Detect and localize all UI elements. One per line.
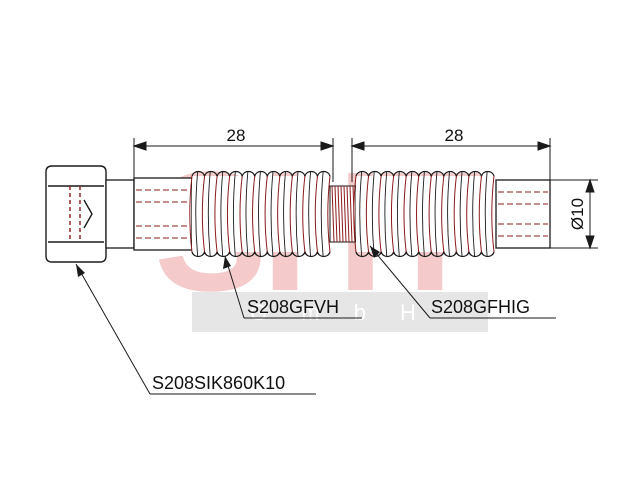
watermark-band [192,292,488,332]
dimension-left-label: 28 [227,126,246,145]
dimension-diameter-label: Ø10 [568,198,587,230]
callout-arrowheads [76,246,380,277]
callout-bellows-left: S208GFVH [247,297,339,317]
left-sleeve [133,177,193,251]
center-thread [329,185,357,243]
callout-leaders [75,245,556,395]
watermark-text: G m b H [250,300,430,325]
bellows-right [353,170,495,258]
dimension-right-label: 28 [445,126,464,145]
callout-nut: S208SIK860K10 [152,373,285,393]
bellows-left [189,170,331,258]
right-sleeve [495,179,551,249]
dimension-diameter [550,178,598,250]
callout-bellows-right: S208GFHIG [431,297,530,317]
dimension-right [350,138,552,182]
nut-shank [105,179,135,249]
dimension-left [132,138,335,182]
hex-nut [45,165,107,263]
